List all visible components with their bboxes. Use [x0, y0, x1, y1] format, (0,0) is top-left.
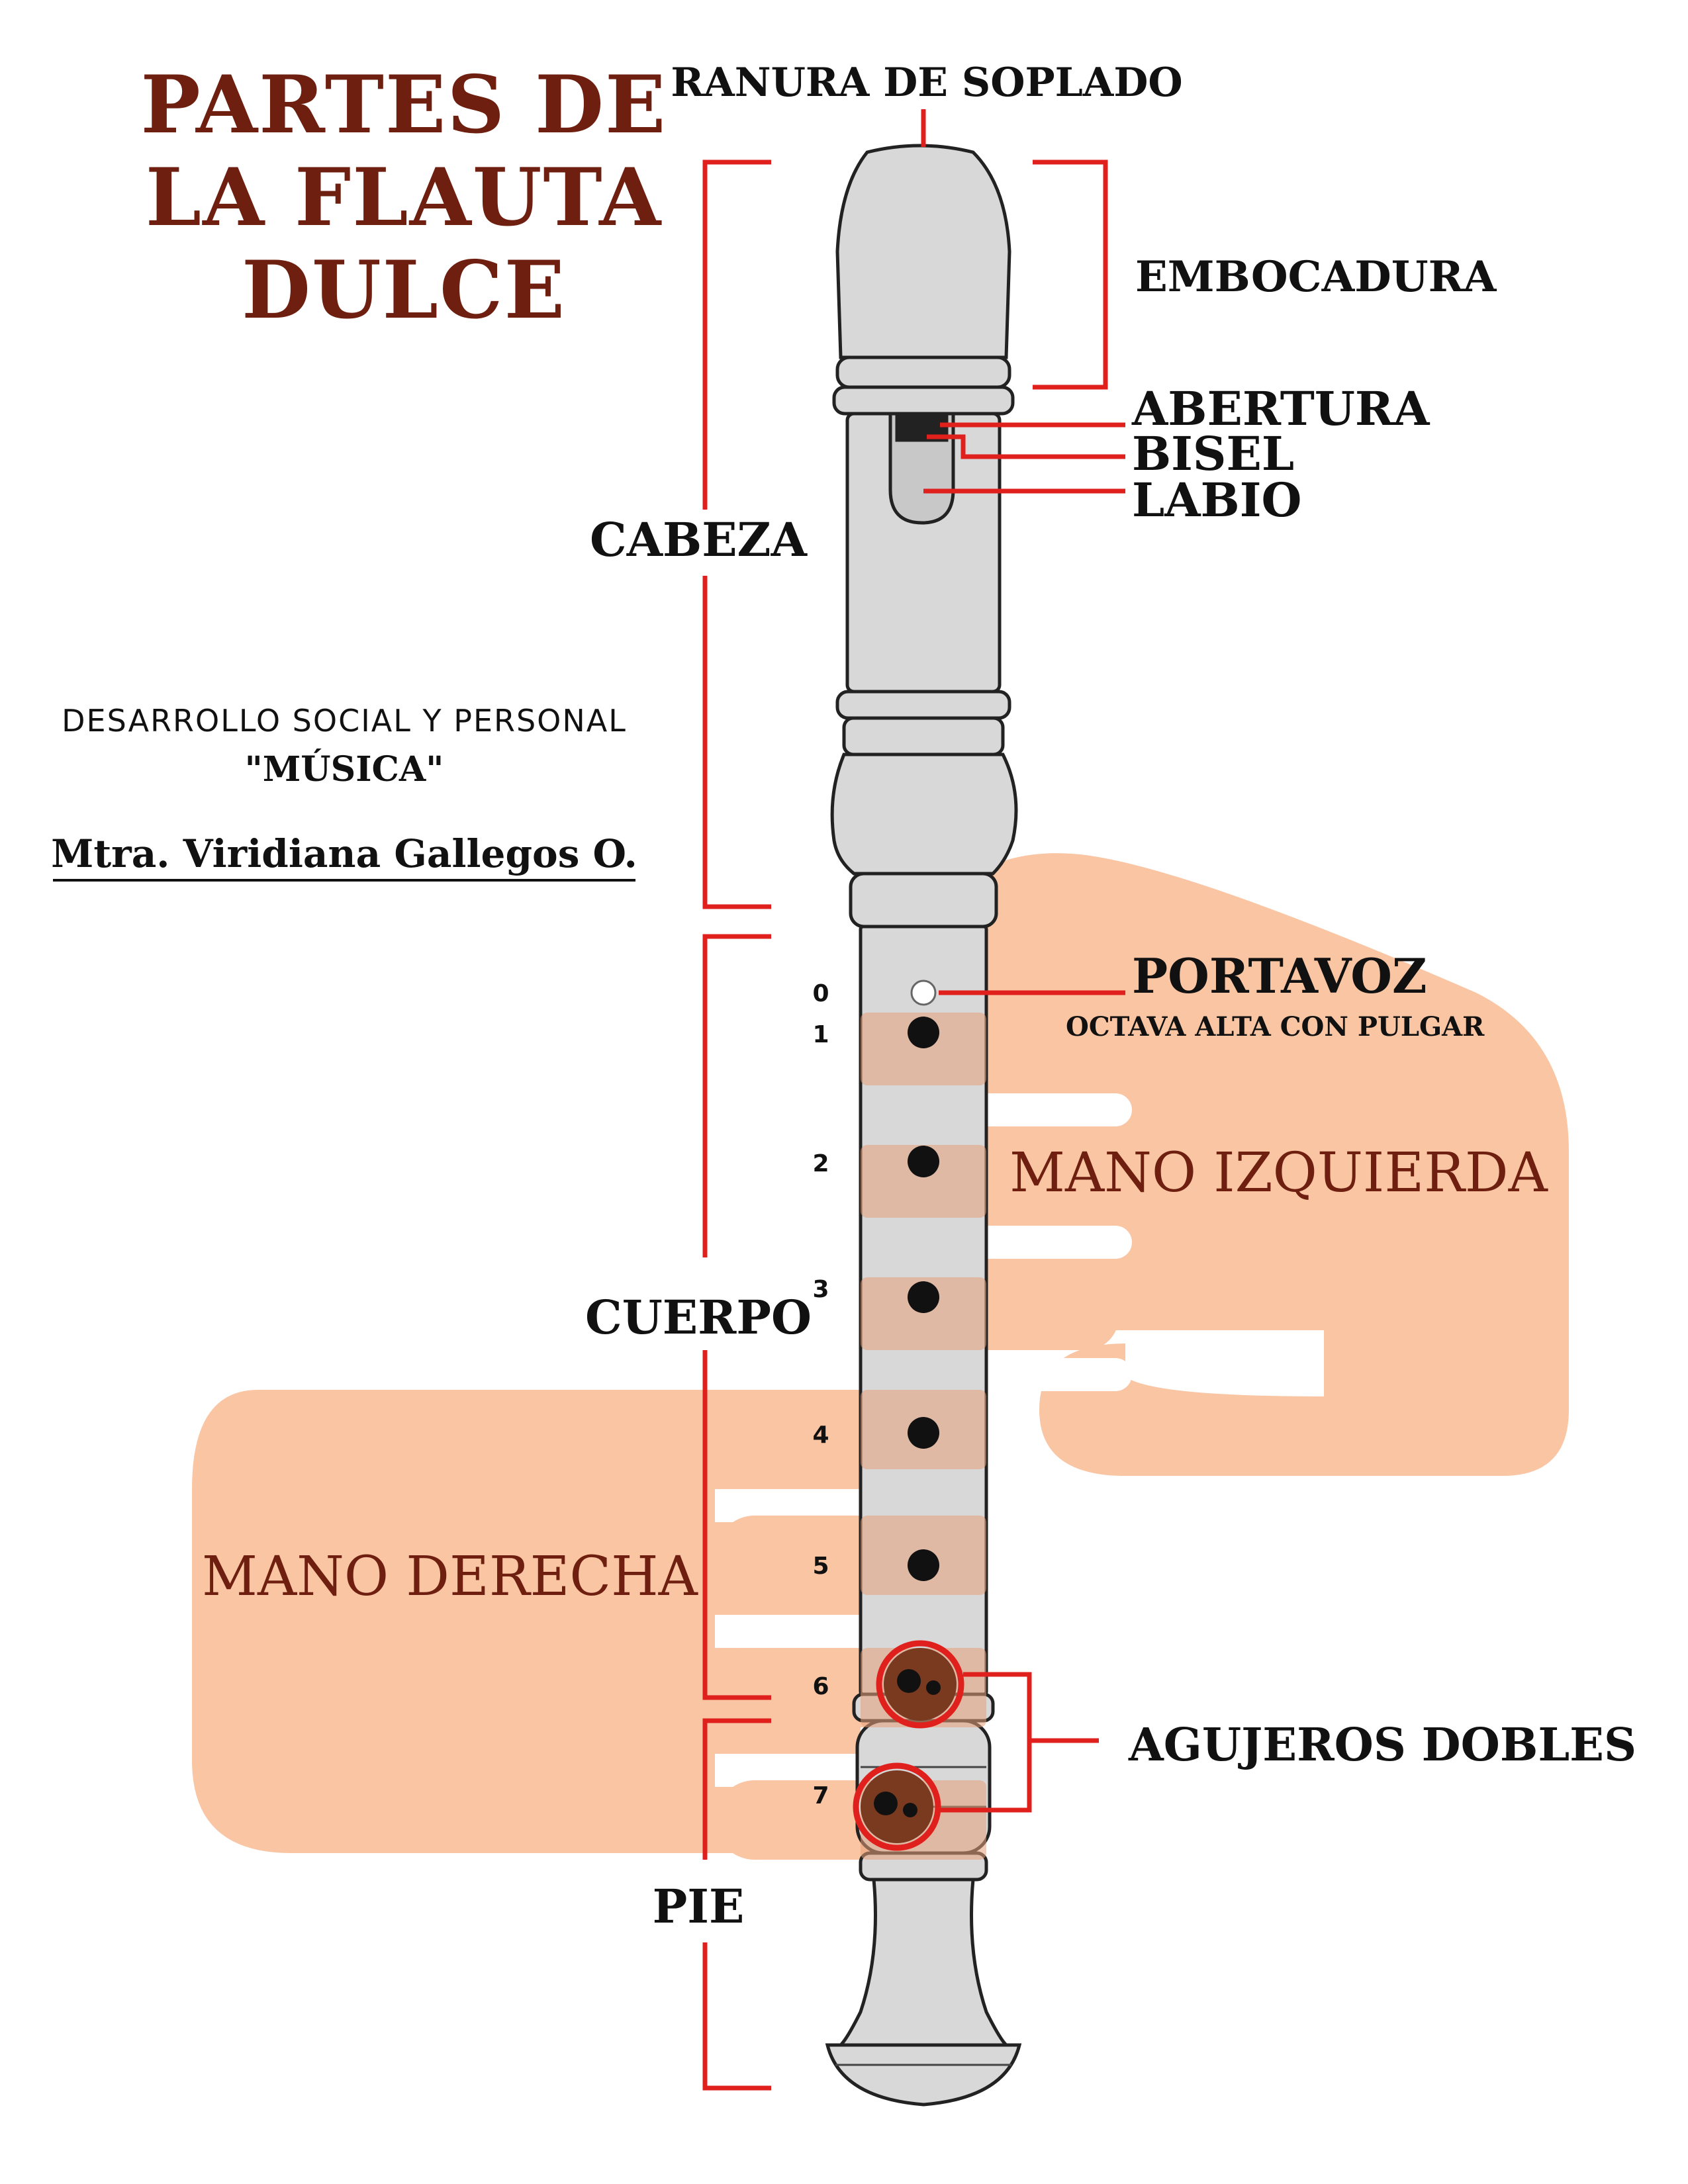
hole-number-0: 0 — [812, 980, 829, 1007]
hole-numbers: 0 1 2 3 4 5 6 7 — [812, 980, 829, 1809]
hole-2 — [908, 1146, 939, 1177]
label-cabeza: CABEZA — [590, 512, 808, 567]
finger-holes — [853, 979, 964, 1851]
info-block: DESARROLLO SOCIAL Y PERSONAL "MÚSICA" Mt… — [51, 703, 637, 882]
foot-base — [825, 2043, 1022, 2107]
title-line-2: LA FLAUTA — [146, 151, 662, 244]
label-cuerpo: CUERPO — [585, 1290, 812, 1345]
diagram-title: PARTES DE LA FLAUTA DULCE — [141, 58, 667, 337]
title-line-1: PARTES DE — [141, 58, 667, 152]
label-ranura: RANURA DE SOPLADO — [671, 60, 1182, 106]
label-mano-derecha: MANO DERECHA — [202, 1545, 699, 1608]
hole-number-3: 3 — [812, 1276, 829, 1303]
label-bisel: BISEL — [1132, 426, 1294, 481]
double-hole-7 — [853, 1762, 941, 1851]
hole-0-thumb — [910, 979, 937, 1006]
label-pie: PIE — [653, 1879, 745, 1934]
pointer-lines — [702, 109, 1125, 2091]
label-embocadura: EMBOCADURA — [1135, 252, 1497, 302]
double-hole-6 — [876, 1640, 964, 1729]
music-text: "MÚSICA" — [245, 749, 444, 790]
head-ring-2 — [832, 385, 1015, 416]
teacher-name: Mtra. Viridiana Gallegos O. — [51, 831, 637, 876]
hole-number-2: 2 — [812, 1150, 829, 1177]
subject-text: DESARROLLO SOCIAL Y PERSONAL — [62, 703, 627, 739]
hole-1 — [908, 1017, 939, 1048]
hole-4 — [908, 1417, 939, 1449]
hole-5 — [908, 1549, 939, 1581]
label-abertura: ABERTURA — [1131, 381, 1430, 436]
hole-number-5: 5 — [812, 1553, 829, 1580]
foot-bell — [836, 1878, 1011, 2047]
joint-bulge — [830, 752, 1018, 876]
hole-number-4: 4 — [812, 1422, 829, 1449]
label-portavoz-note: OCTAVA ALTA CON PULGAR — [1066, 1011, 1485, 1042]
label-portavoz: PORTAVOZ — [1132, 948, 1427, 1004]
label-mano-izquierda: MANO IZQUIERDA — [1009, 1142, 1549, 1205]
title-line-3: DULCE — [242, 244, 566, 337]
joint-ring-1 — [835, 690, 1011, 720]
part-labels: RANURA DE SOPLADO EMBOCADURA ABERTURA BI… — [202, 60, 1636, 1934]
hole-number-6: 6 — [812, 1673, 829, 1700]
joint-ring-2 — [842, 716, 1005, 756]
hole-number-1: 1 — [812, 1021, 829, 1048]
label-labio: LABIO — [1132, 473, 1301, 527]
label-agujeros-dobles: AGUJEROS DOBLES — [1128, 1719, 1636, 1772]
hole-number-7: 7 — [812, 1782, 829, 1809]
joint-ring-3 — [849, 872, 998, 929]
head-ring-1 — [835, 355, 1011, 389]
mouthpiece — [835, 144, 1011, 359]
hole-3 — [908, 1281, 939, 1313]
